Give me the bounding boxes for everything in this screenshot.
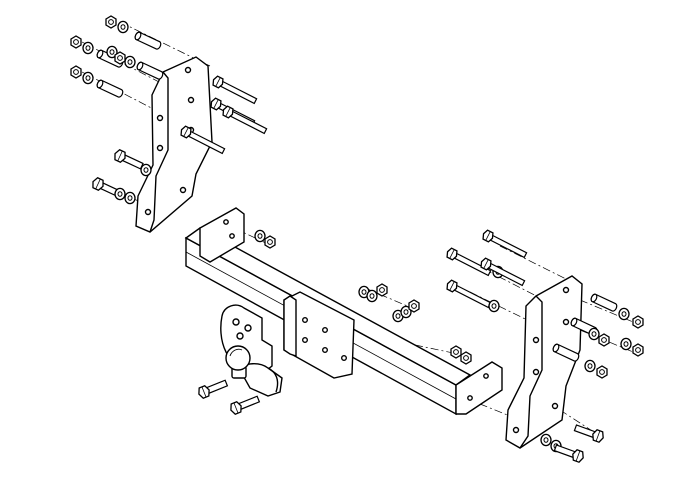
tow-ball bbox=[225, 345, 283, 397]
centre-mount-plate bbox=[283, 291, 355, 379]
left-mounting-bracket bbox=[135, 56, 213, 233]
right-mounting-bracket bbox=[505, 275, 583, 449]
